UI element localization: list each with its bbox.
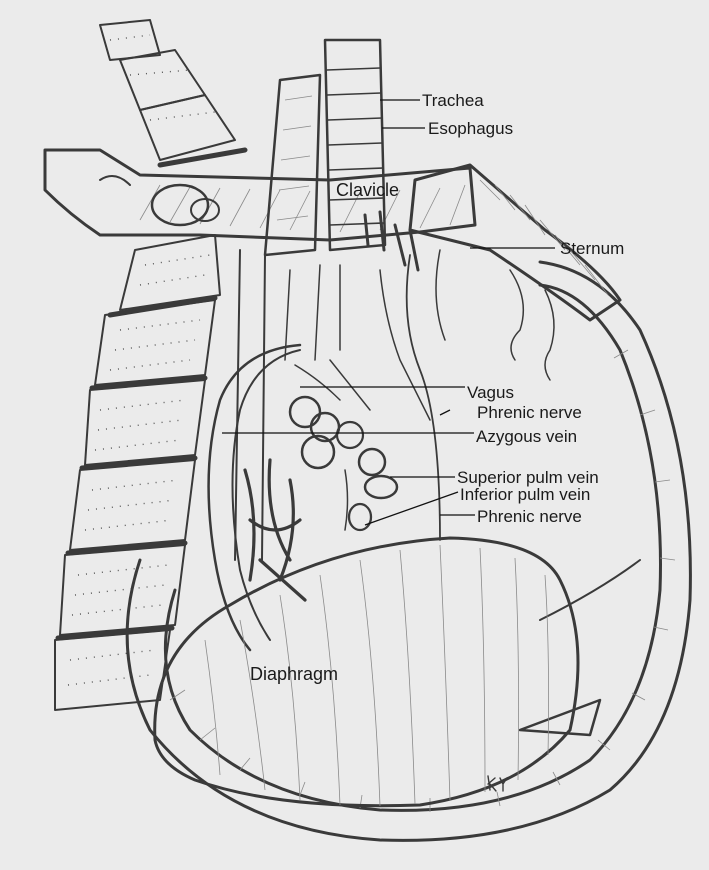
trachea-esophagus	[263, 38, 420, 272]
clavicle-bone	[43, 148, 477, 242]
artist-signature	[487, 775, 508, 792]
label-azygous-vein: Azygous vein	[476, 427, 577, 446]
label-clavicle: Clavicle	[336, 180, 399, 200]
sternum-bone	[408, 163, 622, 381]
label-diaphragm: Diaphragm	[250, 664, 338, 684]
label-trachea: Trachea	[422, 91, 484, 110]
label-superior-pulm-vein: Superior pulm vein	[457, 468, 599, 487]
labels: Trachea Esophagus Clavicle Sternum Vagus…	[250, 91, 624, 684]
vertebral-column	[54, 19, 248, 711]
leader-lines	[222, 99, 555, 526]
label-inferior-pulm-vein: Inferior pulm vein	[460, 485, 590, 504]
label-esophagus: Esophagus	[428, 119, 513, 138]
label-phrenic-nerve-lower: Phrenic nerve	[477, 507, 582, 526]
diaphragm-dome	[153, 536, 580, 808]
label-phrenic-nerve-upper: Phrenic nerve	[477, 403, 582, 422]
label-sternum: Sternum	[560, 239, 624, 258]
chest-wall	[125, 260, 692, 842]
label-vagus: Vagus	[467, 383, 514, 402]
mediastinal-vessels	[207, 249, 446, 652]
